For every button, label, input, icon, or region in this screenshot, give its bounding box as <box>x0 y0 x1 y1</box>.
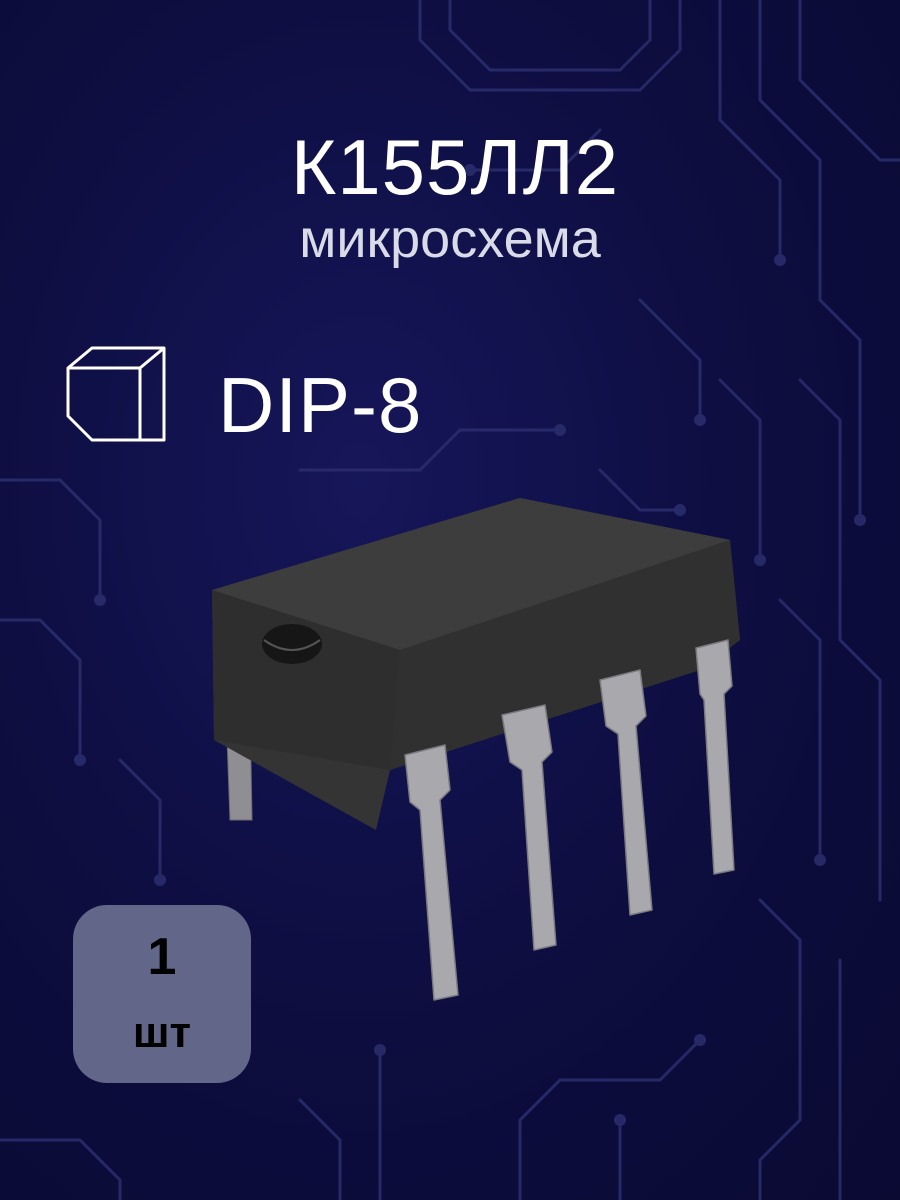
product-subtitle: микросхема <box>299 209 601 269</box>
cube-outline-icon <box>66 346 166 442</box>
product-title: К155ЛЛ2 <box>290 123 620 211</box>
quantity-unit: шт <box>132 1008 192 1057</box>
quantity-number: 1 <box>147 928 177 986</box>
package-label: DIP-8 <box>218 361 423 449</box>
quantity-badge: 1 шт <box>73 905 251 1083</box>
dip8-chip-image <box>212 498 740 1001</box>
